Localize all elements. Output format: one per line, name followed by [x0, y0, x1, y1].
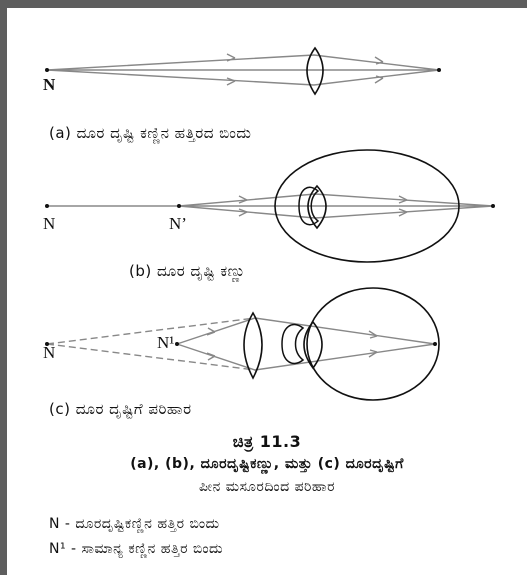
eyeball-c [306, 287, 440, 401]
figure-caption-line2: ಪೀನ ಮಸೂರದಿಂದ ಪರಿಹಾರ [199, 479, 335, 495]
ray-a-upper [46, 54, 440, 71]
caption-a: (a) ದೂರ ದೃಷ್ಟಿ ಕಣ್ಣಿನ ಹತ್ತಿರದ ಬಿಂದು [49, 124, 252, 142]
ray-diagram [45, 46, 495, 401]
ray-c-upper [176, 317, 436, 345]
arrow-a-3 [374, 56, 384, 65]
caption-b: (b) ದೂರ ದೃಷ್ಟಿ ಕಣ್ಣು [129, 262, 246, 280]
arrow-a-4 [374, 75, 384, 84]
label-c-n1: N¹ [157, 333, 175, 352]
label-b-n-prime: N’ [169, 214, 187, 233]
label-a-n: N [43, 75, 56, 94]
legend-item-n1: N¹ - ಸಾಮಾನ್ಯ ಕಣ್ಣಿನ ಹತ್ತಿರ ಬಿಂದು [49, 541, 224, 557]
label-c-n: N [43, 343, 56, 362]
eyeball-b [274, 149, 460, 263]
figure-title: ಚಿತ್ರ 11.3 [232, 432, 302, 451]
figure-caption-line1: (a), (b), ದೂರದೃಷ್ಟಿಕಣ್ಣು, ಮತ್ತು (c) ದೂರದ… [130, 456, 404, 472]
diagram-a [45, 46, 441, 96]
arrow-a-2 [226, 77, 236, 86]
lens-b [307, 184, 327, 230]
arrow-a-1 [226, 53, 236, 62]
cornea-b [298, 186, 320, 226]
diagram-b [45, 149, 495, 263]
figure-panel: N (a) ದೂರ ದೃಷ್ಟಿ ಕಣ್ಣಿನ ಹತ್ತಿರದ ಬಿಂದು N … [7, 8, 527, 575]
caption-c: (c) ದೂರ ದೃಷ್ಟಿಗೆ ಪರಿಹಾರ [49, 400, 192, 418]
convex-lens-c [243, 311, 263, 380]
diagram-c [45, 287, 440, 401]
virtual-ray-lower [46, 343, 256, 371]
legend-item-n: N - ದೂರದೃಷ್ಟಿಕಣ್ಣಿನ ಹತ್ತಿರ ಬಿಂದು [49, 516, 220, 532]
virtual-ray-upper [46, 317, 256, 345]
ray-a-lower [46, 69, 440, 86]
cornea-c [281, 323, 305, 365]
ray-b-upper [178, 193, 494, 207]
eye-lens-c [303, 320, 323, 370]
label-b-n: N [43, 214, 56, 233]
point-a-n [45, 68, 49, 72]
lens-a [306, 46, 324, 96]
ray-b-lower [178, 205, 494, 219]
